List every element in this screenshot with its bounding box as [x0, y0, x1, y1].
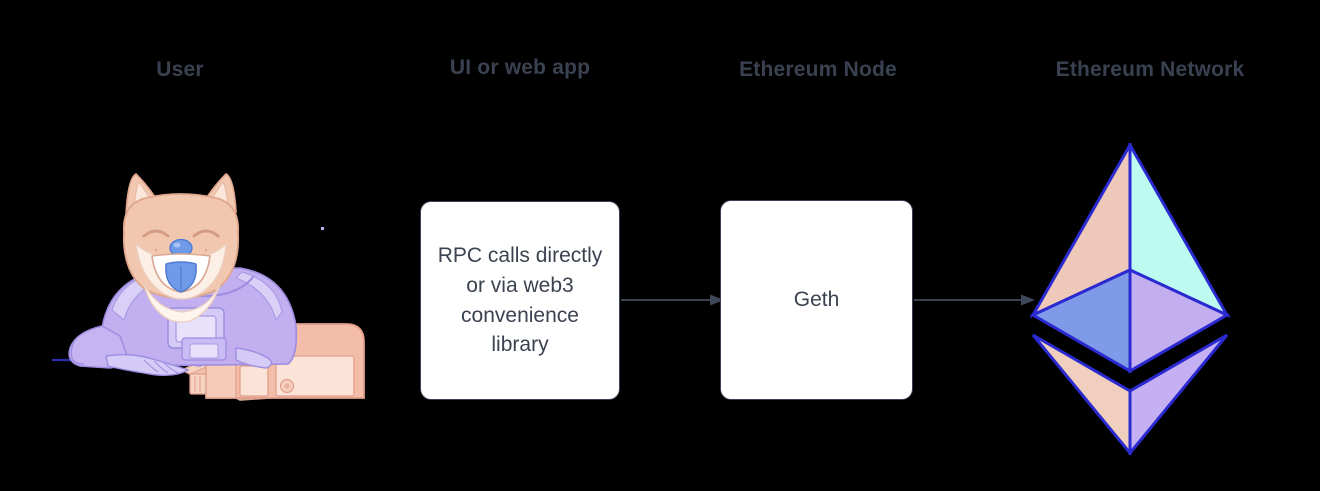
- column-title-user: User: [156, 58, 204, 81]
- user-illustration-shiba-astronaut: [52, 173, 365, 401]
- arrow-geth-to-ethereum-network: [914, 294, 1035, 306]
- process-box-rpc-calls[interactable]: RPC calls directly or via web3 convenien…: [420, 201, 620, 400]
- shiba-inu-head: [122, 173, 240, 323]
- eth-facet-mid-right: [1128, 267, 1230, 374]
- arrow-rpc-to-geth: [621, 294, 724, 306]
- column-title-ethereum-node: Ethereum Node: [739, 58, 897, 81]
- column-title-ethereum-network: Ethereum Network: [1055, 58, 1245, 81]
- process-box-rpc-calls-label: RPC calls directly or via web3 convenien…: [437, 243, 603, 357]
- process-box-geth-label: Geth: [793, 288, 840, 312]
- pixel-artifact-speck: [321, 227, 324, 230]
- eth-facet-lower-right: [1128, 333, 1229, 455]
- column-title-ui-or-web-app: UI or web app: [449, 56, 591, 79]
- ethereum-diamond-logo: [1030, 143, 1230, 455]
- process-box-geth[interactable]: Geth: [720, 200, 913, 400]
